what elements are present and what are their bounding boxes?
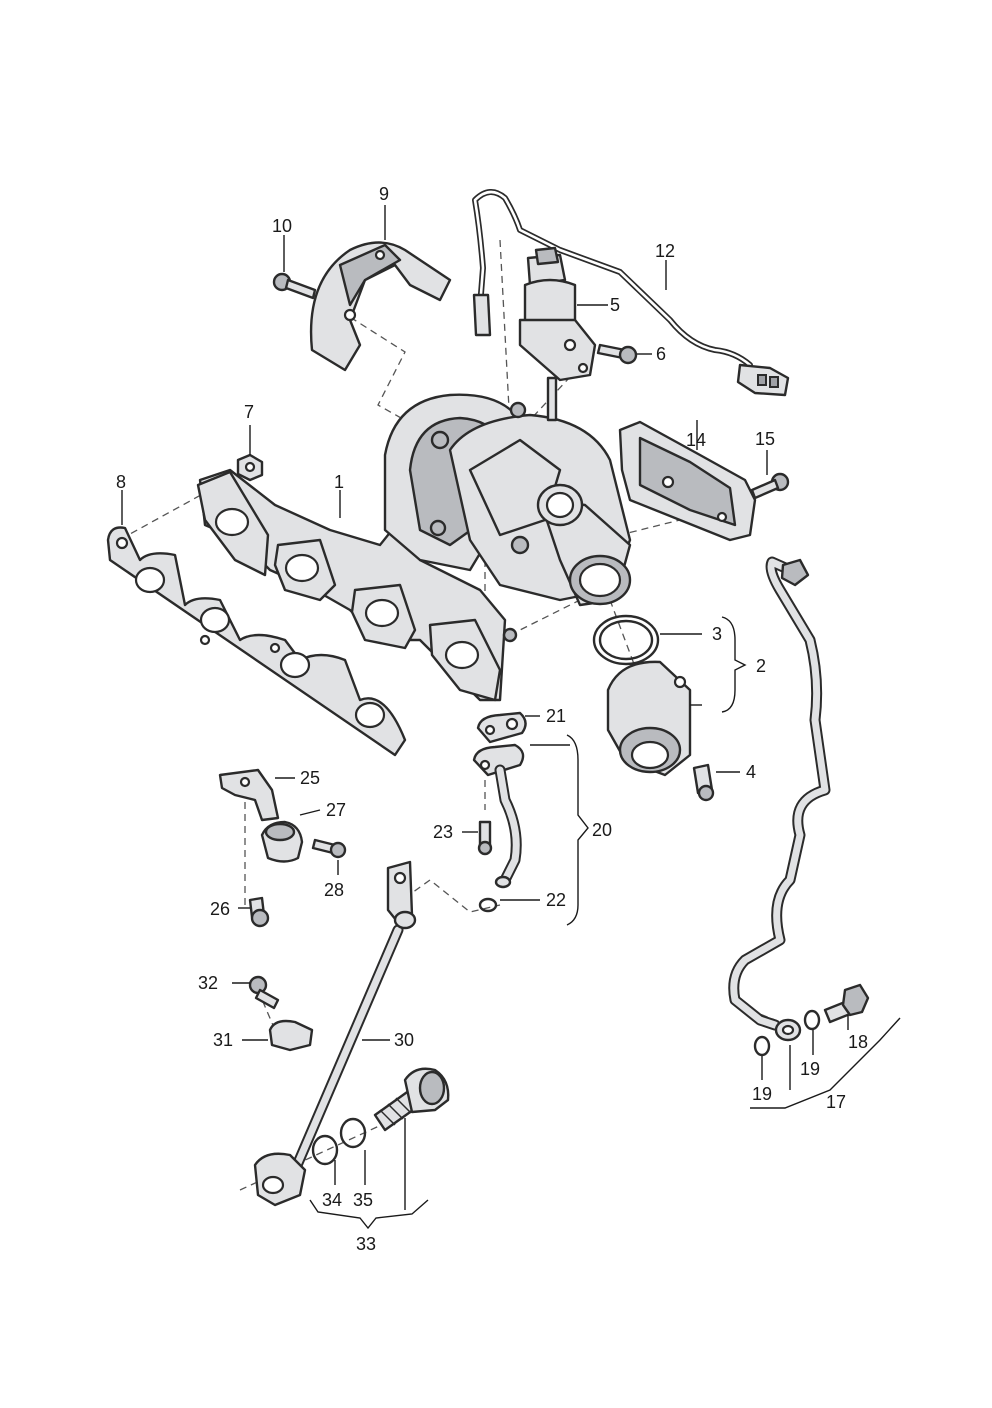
callout-30: 30: [394, 1030, 414, 1050]
callout-31: 31: [213, 1030, 233, 1050]
callout-33: 33: [356, 1234, 376, 1254]
callout-28: 28: [324, 880, 344, 900]
oil-return-pipe: [253, 860, 417, 1207]
callout-15: 15: [755, 429, 775, 449]
o-ring-3: [592, 614, 660, 666]
bolt-15: [750, 472, 790, 500]
callout-22: 22: [546, 890, 566, 910]
callout-19-right: 19: [800, 1059, 820, 1079]
bolt-23: [477, 820, 493, 856]
sealing-ring-19a: [803, 1009, 821, 1031]
callout-32: 32: [198, 973, 218, 993]
callout-27: 27: [326, 800, 346, 820]
oil-line-gasket: [476, 711, 527, 744]
nut: [236, 453, 264, 482]
callout-10: 10: [272, 216, 292, 236]
callout-9: 9: [379, 184, 389, 204]
callout-20: 20: [592, 820, 612, 840]
callout-5: 5: [610, 295, 620, 315]
callout-26: 26: [210, 899, 230, 919]
callout-12: 12: [655, 241, 675, 261]
bolt-32: [248, 975, 280, 1010]
heat-shield: [309, 241, 452, 372]
callout-25: 25: [300, 768, 320, 788]
o-ring-35: [339, 1117, 367, 1149]
callout-34: 34: [322, 1190, 342, 1210]
callout-18: 18: [848, 1032, 868, 1052]
callout-21: 21: [546, 706, 566, 726]
callout-8: 8: [116, 472, 126, 492]
callout-23: 23: [433, 822, 453, 842]
callout-19-left: 19: [752, 1084, 772, 1104]
callout-6: 6: [656, 344, 666, 364]
banjo-bolt-18: [823, 983, 870, 1024]
o-ring-22: [478, 897, 498, 913]
banjo-bolt: [373, 1067, 450, 1132]
turbocharger-with-manifold: [196, 393, 632, 702]
leader-lines: [121, 205, 901, 1230]
callout-labels: 1 2 3 4 5 6 7 8 9 10 12 14 15 17 18 19 1…: [116, 184, 868, 1254]
callout-7: 7: [244, 402, 254, 422]
clamp-31: [268, 1019, 314, 1052]
oil-supply-line: [728, 556, 831, 1042]
support-bracket: [618, 420, 757, 542]
bolt-26: [248, 896, 270, 928]
callout-2: 2: [756, 656, 766, 676]
bolt-28: [311, 838, 347, 859]
exhaust-manifold-gasket: [106, 526, 407, 757]
clamp-27: [260, 820, 304, 863]
sensor-wire: [472, 189, 790, 397]
callout-3: 3: [712, 624, 722, 644]
boost-pressure-actuator: [518, 246, 597, 422]
callout-4: 4: [746, 762, 756, 782]
bolt-4: [692, 763, 715, 802]
callout-17: 17: [826, 1092, 846, 1112]
bracket-25: [218, 768, 280, 822]
sealing-ring-19b: [753, 1035, 771, 1057]
connecting-piece: [606, 660, 692, 777]
callout-14: 14: [686, 430, 706, 450]
bolt-6: [596, 343, 638, 365]
callout-35: 35: [353, 1190, 373, 1210]
bolt-10: [272, 272, 317, 300]
o-ring-34: [311, 1134, 339, 1166]
callout-1: 1: [334, 472, 344, 492]
oil-return-line: [472, 743, 525, 889]
